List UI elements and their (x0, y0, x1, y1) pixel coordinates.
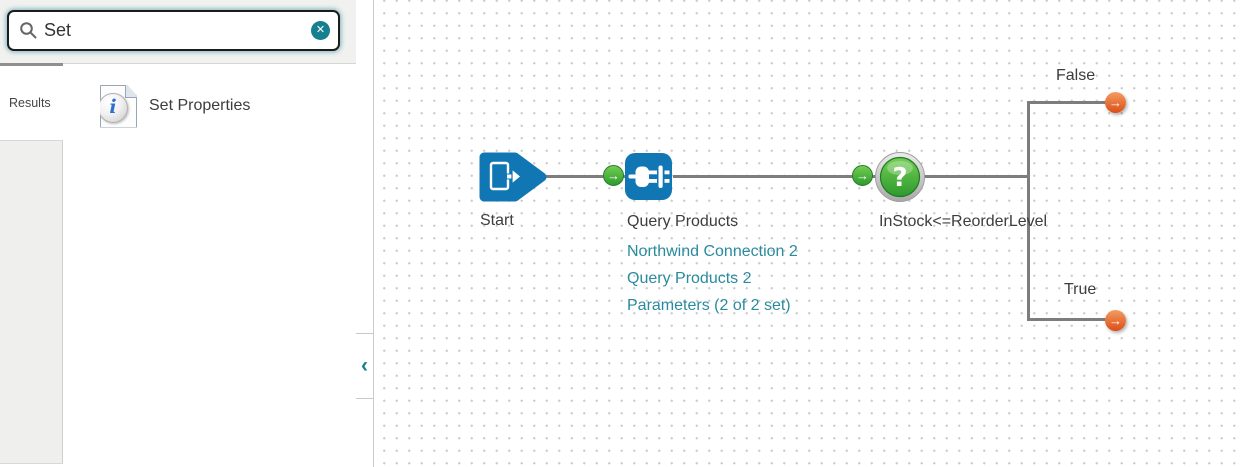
node-start[interactable] (476, 152, 548, 202)
false-exit-arrow-badge[interactable]: → (1105, 92, 1126, 113)
node-decision[interactable]: ? (874, 151, 926, 203)
info-icon: i (100, 92, 128, 123)
search-box[interactable]: ✕ (7, 10, 340, 51)
search-input[interactable] (38, 20, 311, 41)
connection-link[interactable]: Northwind Connection 2 (627, 243, 798, 260)
clear-search-icon[interactable]: ✕ (311, 21, 330, 40)
connector-branch-vertical (1027, 101, 1030, 321)
connector-true-branch (1027, 318, 1107, 321)
result-item-label: Set Properties (149, 97, 251, 114)
plug-icon (628, 165, 670, 188)
chevron-left-icon: ‹ (361, 354, 368, 377)
true-exit-arrow-badge[interactable]: → (1105, 310, 1126, 331)
workflow-canvas[interactable]: Start → Query Products Northwind Connect… (374, 0, 1241, 467)
query-products-details: Northwind Connection 2 Query Products 2 … (627, 238, 798, 319)
collapse-panel-button[interactable]: ‹ (356, 333, 373, 399)
page-fold (125, 84, 137, 98)
tab-results[interactable]: Results (0, 63, 63, 140)
parameters-link[interactable]: Parameters (2 of 2 set) (627, 297, 791, 314)
branch-label-false: False (1056, 67, 1096, 84)
tab-strip: Results (0, 63, 63, 467)
panel-collapse-strip: ‹ (356, 0, 374, 467)
connector-false-branch (1027, 101, 1107, 104)
list-item-set-properties[interactable]: i Set Properties (63, 80, 353, 132)
node-label-query-products: Query Products (627, 213, 739, 230)
question-mark-icon: ? (892, 163, 907, 193)
connector-start-query (546, 175, 628, 178)
query-link[interactable]: Query Products 2 (627, 270, 752, 287)
set-properties-icon: i (100, 84, 137, 128)
flow-arrow-badge[interactable]: → (603, 165, 624, 186)
tab-strip-background (0, 140, 63, 464)
flow-arrow-badge[interactable]: → (852, 165, 873, 186)
decision-circle (879, 156, 921, 198)
start-arrow-icon (511, 167, 522, 186)
search-section: ✕ (0, 0, 356, 64)
node-query-products[interactable] (625, 153, 672, 200)
connector-query-decision (673, 175, 879, 178)
search-icon (19, 21, 38, 40)
search-results-panel: ✕ Results i Set Properties (0, 0, 357, 467)
node-label-start: Start (480, 212, 514, 229)
connector-decision-split (923, 175, 1030, 178)
branch-label-true: True (1064, 281, 1097, 298)
node-label-decision: InStock<=ReorderLevel (879, 213, 1048, 230)
